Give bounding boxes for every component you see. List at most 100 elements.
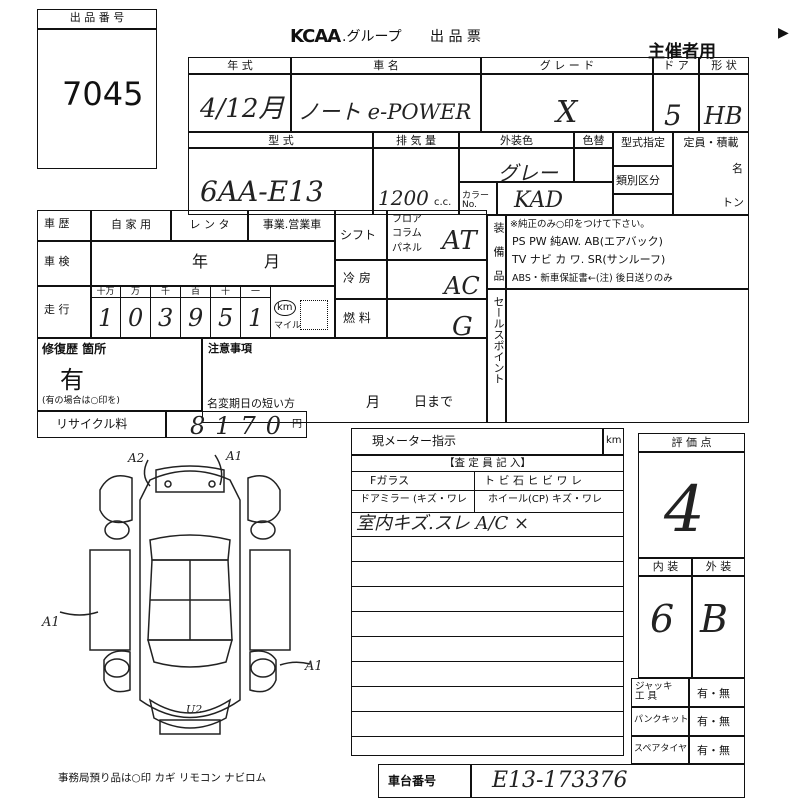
mark-a2: A2 [128,451,145,465]
year-label: 年 式 [227,59,253,72]
color-label: 外装色 [500,134,533,147]
inspection-year-unit: 年 [192,252,209,271]
cc-label: 排 気 量 [396,134,436,147]
glass-marks: ト ビ 石 ヒ ビ ワ レ [484,474,582,487]
ac-value: AC [444,272,480,300]
mileage-digit: 5 [218,304,234,332]
mileage-digit: 9 [188,304,204,332]
notes-box [202,338,487,423]
equipment-grid [487,215,749,423]
mileage-label: 走 行 [44,303,70,316]
score-value: 4 [664,473,705,547]
digit-label: 千 [160,287,170,297]
mark-u2: U2 [186,703,203,716]
unit-mile: マイル [274,321,302,331]
fuel-label: 燃 料 [343,311,371,325]
mileage-digit: 3 [158,304,174,332]
door-label: ド ア [663,59,689,72]
tool-puncture: パンクキット [634,715,689,725]
car-outline [139,470,241,719]
cc-value: 1200 [378,186,429,210]
interior-label: 内 装 [652,560,679,573]
repair-value: 有 [60,366,84,394]
name-change-text: 名変期日の短い方 [207,397,295,410]
mirror-label: ドアミラー (キズ・ワレ [360,494,467,505]
repair-label: 修復歴 箇所 [42,342,107,356]
mile-box [300,300,328,330]
mark-a1-left: A1 [42,615,60,630]
model-value: 6AA-E13 [200,175,324,208]
lot-number-label: 出 品 番 号 [69,11,125,24]
chassis-label: 車台番号 [388,774,437,788]
mark-a1-right: A1 [305,659,323,674]
digit-label: 十万 [96,287,115,297]
glass-label: Fガラス [370,474,410,487]
ac-label: 冷 房 [343,271,371,285]
year-value: 4/12月 [200,94,285,124]
sheet-title: 出 品 票 [430,29,481,45]
repair-box [37,338,202,411]
name-change-month: 月 [366,395,380,411]
recycle-label: リサイクル料 [56,417,128,431]
grade-label: グ レ ー ド [539,59,595,72]
car-name-value: ノート e-POWER [298,100,472,124]
category-label: 類別区分 [616,174,660,187]
sales-point-label: セールスポイント [492,296,505,384]
usage-grid [37,210,335,338]
chassis-box [378,764,745,798]
wheel-front-right [250,520,276,540]
equipment-line1: PS PW 純AW. AB(エアバック) [512,235,663,248]
equipment-line2: TV ナビ カ ワ. SR(サンルーフ) [512,253,666,266]
inspector-table [351,428,624,756]
tool-spare: スペアタイヤ [634,744,688,754]
mileage-digit: 1 [98,304,114,332]
digit-label: 十 [220,287,230,297]
corner-arrow-icon: ▶ [778,25,789,41]
wheel-rear-right [250,658,276,678]
recycle-unit: 円 [292,419,302,430]
chassis-value: E13-173376 [492,768,628,793]
recycle-box [37,411,307,438]
wheel-front-left [104,520,130,540]
car-type-label: 車 歴 [44,217,70,230]
group-text: .グループ [342,29,402,45]
meter-label: 現メーター指示 [372,434,457,448]
capacity-unit-people: 名 [732,162,743,175]
equipment-line3: ABS・新車保証書←(注) 後日送りのみ [512,273,673,284]
type-spec-label: 型式指定 [621,136,665,149]
brand-logo: KCAA [290,26,341,47]
office-note: 事務局預り品は○印 カギ リモコン ナビロム [58,772,267,784]
spec-grid [188,57,749,215]
wheel-rear-left [104,658,130,678]
inspector-comment: 室内キズ.スレ A/C × [356,513,530,534]
recycle-value: 8170 [190,412,292,440]
door-value: 5 [664,99,682,132]
shift-column: コラム [392,228,422,239]
shift-value: AT [442,226,477,256]
exterior-value: B [700,597,728,641]
shift-floor: フロア [392,214,422,225]
meter-unit: km [606,435,622,446]
shift-grid [335,210,487,338]
color-value: グレー [498,161,558,185]
rental-use: レ ン タ [189,218,230,231]
lot-number: 7045 [62,75,144,113]
notes-label: 注意事項 [208,342,252,355]
model-label: 型 式 [268,134,294,147]
cc-unit: c.c. [434,197,452,208]
inspection-month-unit: 月 [264,252,281,271]
name-change-day: 日まで [414,395,454,410]
private-use: 自 家 用 [111,218,151,231]
digit-label: 百 [190,287,200,297]
wheel-label: ホイール(CP) キズ・ワレ [488,494,602,505]
grade-value: X [556,95,578,130]
fuel-value: G [452,312,473,342]
equipment-label: 装 備 品 [492,222,505,281]
for-organizer: 主催者用 [648,42,716,62]
mark-a1-top: A1 [226,449,243,463]
capacity-label: 定員・積載 [683,136,739,149]
repair-note: (有の場合は○印を) [42,396,120,406]
shift-panel: パネル [392,243,422,254]
equipment-note: ※純正のみ○印をつけて下さい。 [510,219,650,230]
